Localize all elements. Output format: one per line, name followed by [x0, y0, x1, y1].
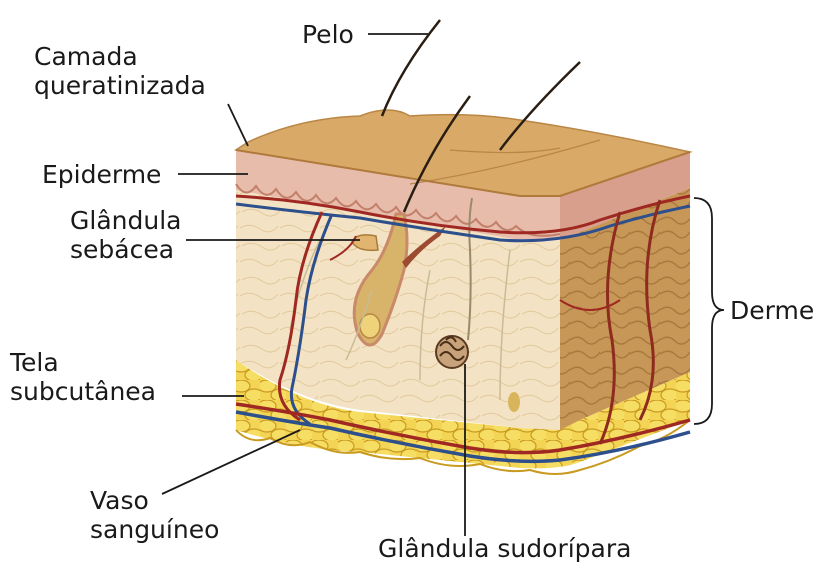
label-glandula-sebacea-line2: sebácea [70, 235, 181, 264]
label-camada-queratinizada: Camada queratinizada [34, 42, 206, 100]
label-vaso-sanguineo: Vaso sanguíneo [90, 486, 219, 544]
label-vaso-sanguineo-line1: Vaso [90, 486, 219, 515]
leader-camada-queratinizada [228, 104, 248, 146]
label-camada-queratinizada-line2: queratinizada [34, 71, 206, 100]
label-camada-queratinizada-line1: Camada [34, 42, 206, 71]
label-tela-subcutanea-line1: Tela [10, 348, 156, 377]
label-epiderme: Epiderme [42, 160, 161, 189]
label-derme: Derme [730, 296, 814, 325]
sensory-receptor [508, 392, 520, 412]
label-pelo: Pelo [302, 20, 354, 49]
label-glandula-sudoripara: Glândula sudorípara [378, 534, 631, 563]
label-tela-subcutanea-line2: subcutânea [10, 377, 156, 406]
label-glandula-sebacea-line1: Glândula [70, 206, 181, 235]
label-glandula-sebacea: Glândula sebácea [70, 206, 181, 264]
leader-vaso-sanguineo [162, 430, 300, 494]
label-tela-subcutanea: Tela subcutânea [10, 348, 156, 406]
derme-brace [694, 198, 724, 424]
label-vaso-sanguineo-line2: sanguíneo [90, 515, 219, 544]
